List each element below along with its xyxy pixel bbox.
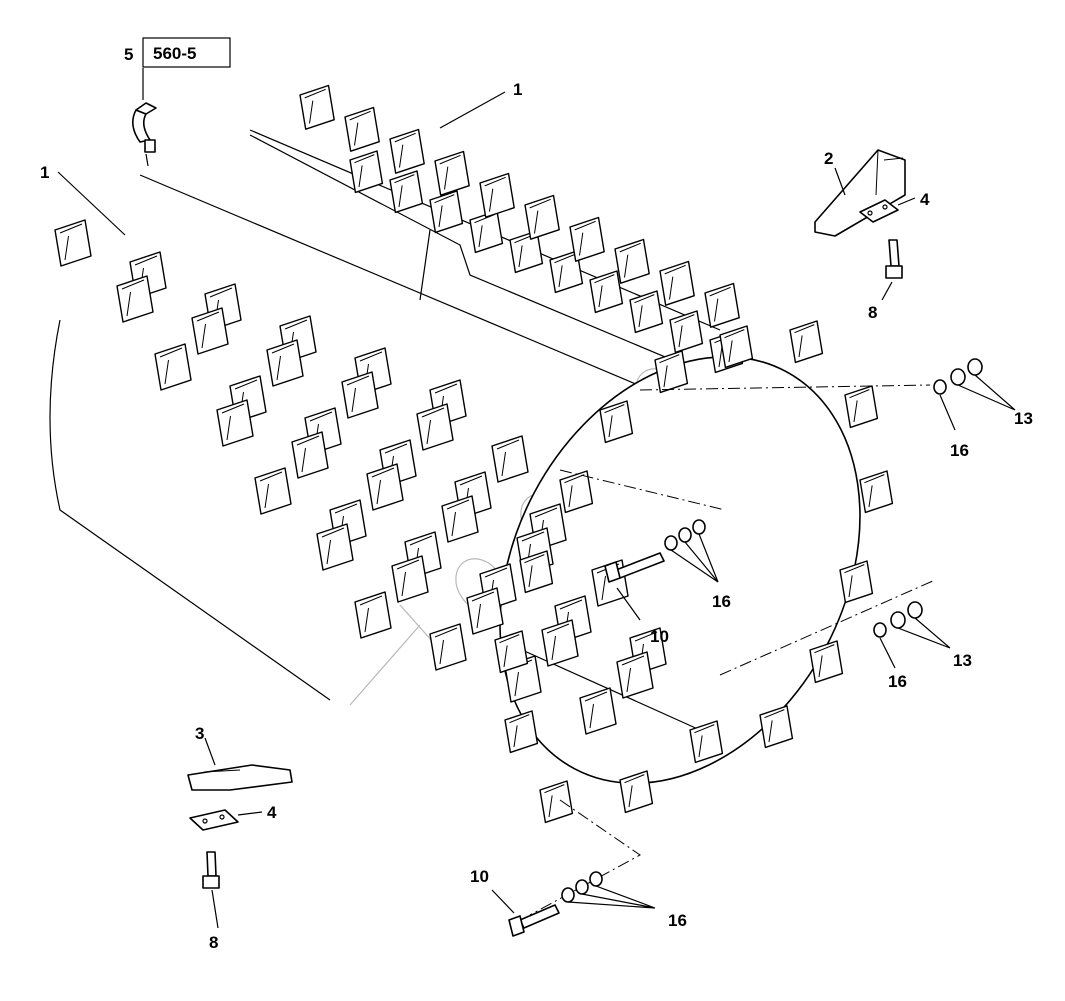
slide-part-3 [187, 737, 293, 791]
pad-foot [154, 343, 192, 391]
pad-foot [504, 710, 539, 754]
pad-foot [349, 150, 384, 194]
pad-foot [809, 640, 844, 684]
pad-foot [429, 190, 464, 234]
pad-foot [366, 463, 404, 511]
pad-foot [844, 385, 879, 429]
pad-foot [344, 106, 380, 152]
plate-part-4-upper [859, 197, 916, 223]
pad-foot [689, 720, 724, 764]
reference-box-label: 560-5 [153, 44, 196, 63]
pad-foot [614, 238, 650, 284]
bolt-part-8-upper [881, 239, 903, 301]
pad-foot [541, 619, 579, 667]
pad-foot [491, 435, 529, 483]
pad-foot [429, 623, 467, 671]
callout-4-right: 4 [920, 190, 930, 209]
pad-foot [704, 282, 740, 328]
callout-13-lower: 13 [953, 651, 972, 670]
pad-foot [789, 320, 824, 364]
pad-foot [479, 172, 515, 218]
bolt-part-10-bottom [491, 871, 656, 937]
pad-foot [391, 555, 429, 603]
pad-foot [216, 399, 254, 447]
slide-part-2 [814, 149, 906, 237]
pad-foot [589, 270, 624, 314]
pad-foot [316, 523, 354, 571]
pad-foot [254, 467, 292, 515]
pad-foot [291, 431, 329, 479]
pad-foot [54, 219, 92, 267]
callout-8-right: 8 [868, 303, 877, 322]
pad-foot [116, 275, 154, 323]
pad-foot [859, 470, 894, 514]
pad-foot [494, 630, 529, 674]
callout-1-left: 1 [40, 163, 49, 182]
pad-foot [759, 705, 794, 749]
bolt-part-10-mid [604, 519, 719, 621]
pad-foot [539, 780, 574, 824]
pad-foot [549, 250, 584, 294]
pad-foot [441, 495, 479, 543]
callout-13-upper: 13 [1014, 409, 1033, 428]
pad-foot [466, 587, 504, 635]
pad-foot [659, 260, 695, 306]
pad-foot [341, 371, 379, 419]
pad-foot [266, 339, 304, 387]
pad-foot [519, 550, 554, 594]
pad-foot [389, 128, 425, 174]
pad-foot [719, 325, 754, 369]
washers-upper [933, 358, 1016, 431]
callout-8-left: 8 [209, 933, 218, 952]
bolt-part-8-lower [202, 851, 220, 929]
plate-part-4-lower [189, 809, 263, 831]
pad-foot [524, 194, 560, 240]
callout-10-mid: 10 [650, 627, 669, 646]
callout-2: 2 [824, 149, 833, 168]
callout-4-left: 4 [267, 803, 277, 822]
pad-foot [389, 170, 424, 214]
callout-16-mid: 16 [712, 592, 731, 611]
pad-foot [354, 591, 392, 639]
pad-foot [559, 470, 594, 514]
pad-foot [434, 150, 470, 196]
callout-16-bottom: 16 [668, 911, 687, 930]
callout-3: 3 [195, 724, 204, 743]
pad-foot [416, 403, 454, 451]
pad-foot [669, 310, 704, 354]
pad-feet-grid [54, 84, 744, 735]
washers-lower [873, 601, 951, 669]
pad-foot [839, 560, 874, 604]
pad-foot [579, 687, 617, 735]
pad-foot [619, 770, 654, 814]
pad-foot [599, 400, 634, 444]
callout-1-top: 1 [513, 80, 522, 99]
reference-box: 560-5 [142, 37, 231, 68]
callout-5: 5 [124, 45, 133, 64]
pad-foot [299, 84, 335, 130]
callouts: 5 1 1 2 4 8 13 16 16 10 13 16 3 4 8 10 1… [40, 45, 1033, 952]
pad-foot [569, 216, 605, 262]
callout-16-lower-right: 16 [888, 672, 907, 691]
pad-foot [509, 230, 544, 274]
callout-10-bottom: 10 [470, 867, 489, 886]
leaders [57, 91, 506, 236]
pad-foot [629, 290, 664, 334]
callout-16-upper: 16 [950, 441, 969, 460]
clamp-part-5 [132, 68, 157, 167]
pad-foot [616, 651, 654, 699]
pad-foot [191, 307, 229, 355]
pad-foot [654, 350, 689, 394]
rim-pad-feet [494, 320, 894, 824]
